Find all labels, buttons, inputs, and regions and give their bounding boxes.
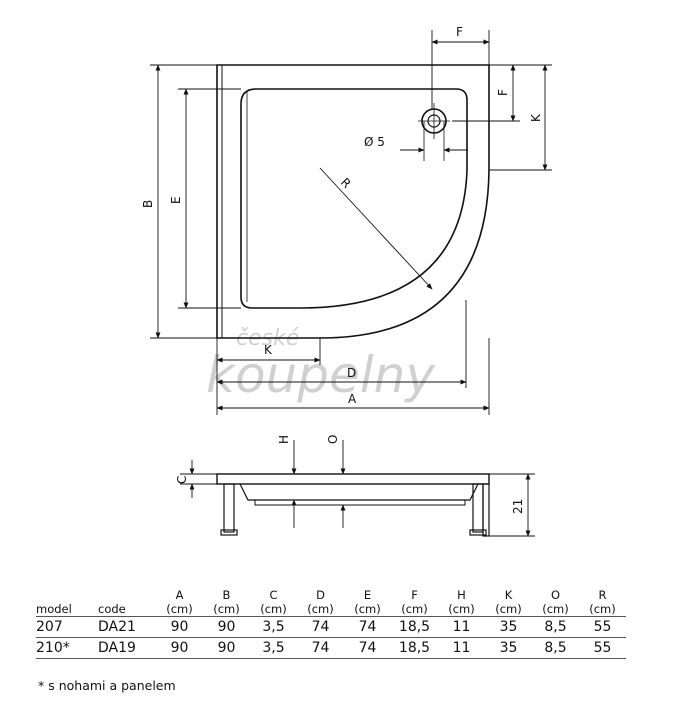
dimensions-top [150, 30, 552, 415]
technical-drawing: české koupelny [141, 25, 552, 537]
label-h: H [277, 435, 291, 444]
label-k-horizontal: K [264, 343, 273, 357]
spec-table: model code A(cm) B(cm) C(cm) D(cm) E(cm)… [36, 588, 626, 659]
side-panel [482, 483, 490, 537]
side-basin [239, 483, 479, 501]
cell-e: 74 [344, 637, 391, 659]
table-row: 207 DA21 90 90 3,5 74 74 18,5 11 35 8,5 … [36, 616, 626, 638]
label-o: O [326, 435, 340, 444]
cell-k: 35 [485, 616, 532, 638]
label-c: C [175, 476, 189, 484]
tray-outer-outline [216, 64, 490, 339]
cell-b: 90 [203, 616, 250, 638]
side-view [216, 473, 490, 537]
cell-e: 74 [344, 616, 391, 638]
cell-o: 8,5 [532, 616, 579, 638]
label-f-horizontal: F [456, 25, 463, 39]
header-o: O(cm) [542, 588, 569, 616]
label-b: B [141, 200, 155, 208]
cell-a: 90 [156, 616, 203, 638]
cell-model: 207 [36, 616, 98, 638]
cell-b: 90 [203, 637, 250, 659]
tray-basin-outline [240, 88, 468, 309]
cell-a: 90 [156, 637, 203, 659]
header-b: B(cm) [213, 588, 240, 616]
cell-k: 35 [485, 637, 532, 659]
side-basin-bottom [254, 499, 466, 506]
label-k-vertical: K [529, 113, 543, 122]
header-h: H(cm) [448, 588, 475, 616]
header-e: E(cm) [354, 588, 381, 616]
watermark-line2: koupelny [206, 346, 436, 404]
cell-c: 3,5 [250, 616, 297, 638]
cell-model: 210* [36, 637, 98, 659]
cell-r: 55 [579, 637, 626, 659]
cell-o: 8,5 [532, 637, 579, 659]
side-rim [216, 473, 490, 485]
cell-d: 74 [297, 637, 344, 659]
header-a: A(cm) [166, 588, 193, 616]
header-k: K(cm) [495, 588, 522, 616]
label-r: R [338, 175, 354, 191]
cell-f: 18,5 [391, 616, 438, 638]
label-d: D [347, 366, 356, 380]
footnote: * s nohami a panelem [38, 678, 176, 693]
cell-h: 11 [438, 616, 485, 638]
label-a: A [348, 392, 357, 406]
header-code: code [98, 602, 126, 616]
label-e: E [169, 196, 183, 204]
label-height: 21 [511, 499, 525, 514]
header-f: F(cm) [401, 588, 428, 616]
dimensions-side [180, 440, 535, 537]
header-model: model [36, 602, 72, 616]
header-d: D(cm) [307, 588, 334, 616]
table-header-row: model code A(cm) B(cm) C(cm) D(cm) E(cm)… [36, 588, 626, 617]
cell-c: 3,5 [250, 637, 297, 659]
header-c: C(cm) [260, 588, 287, 616]
table-row: 210* DA19 90 90 3,5 74 74 18,5 11 35 8,5… [36, 637, 626, 659]
label-f-vertical: F [496, 89, 510, 96]
watermark: české koupelny [206, 326, 436, 404]
dimension-labels-side: H O C 21 [175, 435, 525, 514]
cell-h: 11 [438, 637, 485, 659]
header-r: R(cm) [589, 588, 616, 616]
cell-r: 55 [579, 616, 626, 638]
top-view [216, 64, 490, 339]
label-diameter: Ø 5 [364, 135, 385, 149]
side-leg-left [223, 483, 235, 533]
cell-code: DA21 [98, 616, 156, 638]
cell-f: 18,5 [391, 637, 438, 659]
cell-d: 74 [297, 616, 344, 638]
cell-code: DA19 [98, 637, 156, 659]
